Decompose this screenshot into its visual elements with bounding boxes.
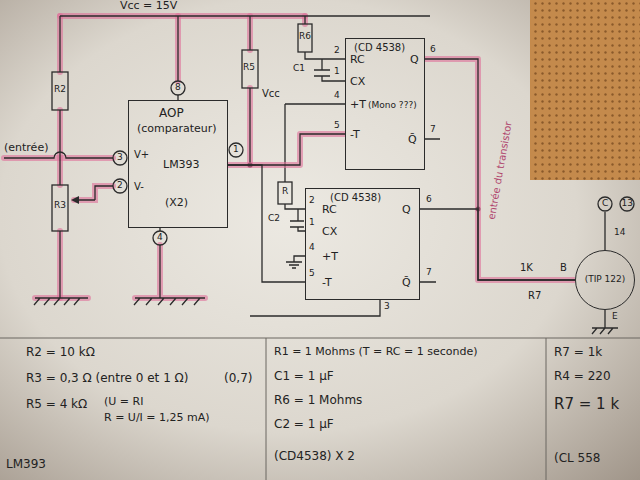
node-text: +T	[322, 251, 338, 263]
node-text: CX	[322, 226, 337, 238]
resistor-value: 1K	[520, 262, 533, 273]
node-text: (CD 4538)	[354, 42, 405, 53]
value-note: R1 = 1 Mohms (T = RC = 1 seconde)	[274, 346, 477, 358]
pin-number: 3	[384, 302, 390, 312]
resistor-name: R	[282, 187, 288, 197]
pin-number: 5	[334, 121, 340, 131]
wire-connector	[420, 209, 575, 280]
value-note: R = U/I = 1,25 mA)	[104, 412, 210, 424]
capacitor-name: C1	[293, 64, 305, 74]
value-note: R5 = 4 kΩ	[26, 398, 87, 411]
comparator-box: AOP (comparateur) LM393 (X2) V+ V-	[128, 100, 228, 228]
wire-line	[228, 134, 345, 165]
node-text: RC	[350, 54, 365, 66]
pin-number: 5	[309, 269, 315, 279]
node-text: Q	[410, 54, 419, 66]
value-note: R2 = 10 kΩ	[26, 346, 95, 359]
pin-number: 6	[426, 195, 432, 205]
value-note: R6 = 1 Mohms	[274, 394, 362, 407]
node-text: +T	[350, 99, 366, 111]
pin-number: 1	[233, 145, 239, 155]
value-note: R7 = 1 k	[554, 396, 619, 413]
pin-number: 8	[175, 83, 181, 93]
pin-number: 4	[309, 243, 315, 253]
input-label: (entrée)	[4, 142, 48, 154]
wire-line	[425, 59, 575, 280]
pin-number: 2	[117, 181, 123, 191]
node-text: RC	[322, 204, 337, 216]
wire-line	[228, 165, 305, 282]
capacitor-name: C2	[268, 214, 280, 224]
node-text: Q̄	[402, 277, 411, 289]
part-note: LM393	[6, 458, 46, 471]
node-text: CX	[350, 76, 365, 88]
node-text: (TIP 122)	[585, 275, 626, 285]
monostable-box: (CD 4538)RC CX +T -T Q Q̄ (Mono ???)	[345, 38, 425, 170]
node-text: AOP	[159, 107, 184, 120]
pin-number: 4	[334, 91, 340, 101]
perfboard	[530, 0, 640, 180]
resistor-name: R7	[528, 290, 541, 301]
value-note: C1 = 1 µF	[274, 370, 334, 383]
wire-connector	[228, 134, 345, 165]
part-note: (CL 558	[554, 452, 600, 465]
pin-number: 7	[430, 125, 436, 135]
wire-connector	[228, 165, 305, 282]
value-note: R7 = 1k	[554, 346, 602, 359]
pin-number: 13	[622, 199, 633, 209]
node-text: -T	[322, 277, 332, 289]
highlight-wires	[4, 16, 305, 298]
node-text: (comparateur)	[137, 123, 217, 135]
node-text: (X2)	[165, 197, 188, 209]
resistor-name: R6	[299, 32, 311, 42]
node-text: V-	[134, 181, 144, 192]
pin-number: 1	[309, 218, 315, 228]
monostable-box: (CD 4538)RC CX +T -T Q Q̄	[305, 188, 420, 300]
wire-note: entrée du transistor	[486, 120, 514, 220]
value-note: R3 = 0,3 Ω (entre 0 et 1 Ω)	[26, 372, 188, 385]
part-note: (CD4538) X 2	[274, 450, 355, 463]
pin-number: 14	[614, 228, 625, 238]
node-text: V+	[134, 149, 149, 160]
node-text: (Mono ???)	[368, 101, 417, 111]
value-note: R4 = 220	[554, 370, 611, 383]
supply-label: Vcc = 15V	[120, 0, 177, 12]
wire-connector	[425, 59, 575, 280]
wire-highlight	[228, 134, 345, 165]
pin-name: E	[612, 312, 618, 322]
pin-number: 4	[157, 233, 163, 243]
pin-number: 2	[334, 46, 340, 56]
wiper-arrow	[71, 196, 79, 204]
node-text: Q	[402, 204, 411, 216]
pin-number: 3	[117, 153, 123, 163]
value-note: (U = RI	[104, 396, 143, 408]
pin-number: 6	[430, 45, 436, 55]
resistor-name: R3	[54, 201, 66, 211]
pin-number: 1	[334, 67, 340, 77]
node-text: -T	[350, 129, 360, 141]
pin-name: C	[602, 199, 608, 209]
resistor-name: R5	[243, 63, 255, 73]
transistor-circle: (TIP 122)	[575, 250, 635, 310]
pin-name: B	[560, 262, 567, 273]
value-note: (0,7)	[224, 372, 252, 385]
supply-label: Vcc	[262, 88, 280, 99]
node-text: (CD 4538)	[330, 192, 381, 203]
pin-number: 7	[426, 268, 432, 278]
wire-line	[420, 209, 575, 280]
pin-number: 2	[309, 196, 315, 206]
wire-highlight	[425, 59, 575, 280]
pencil-wires	[0, 16, 640, 480]
value-note: C2 = 1 µF	[274, 418, 334, 431]
node-text: Q̄	[408, 134, 417, 146]
node-text: LM393	[163, 159, 200, 171]
resistor-name: R2	[54, 85, 66, 95]
